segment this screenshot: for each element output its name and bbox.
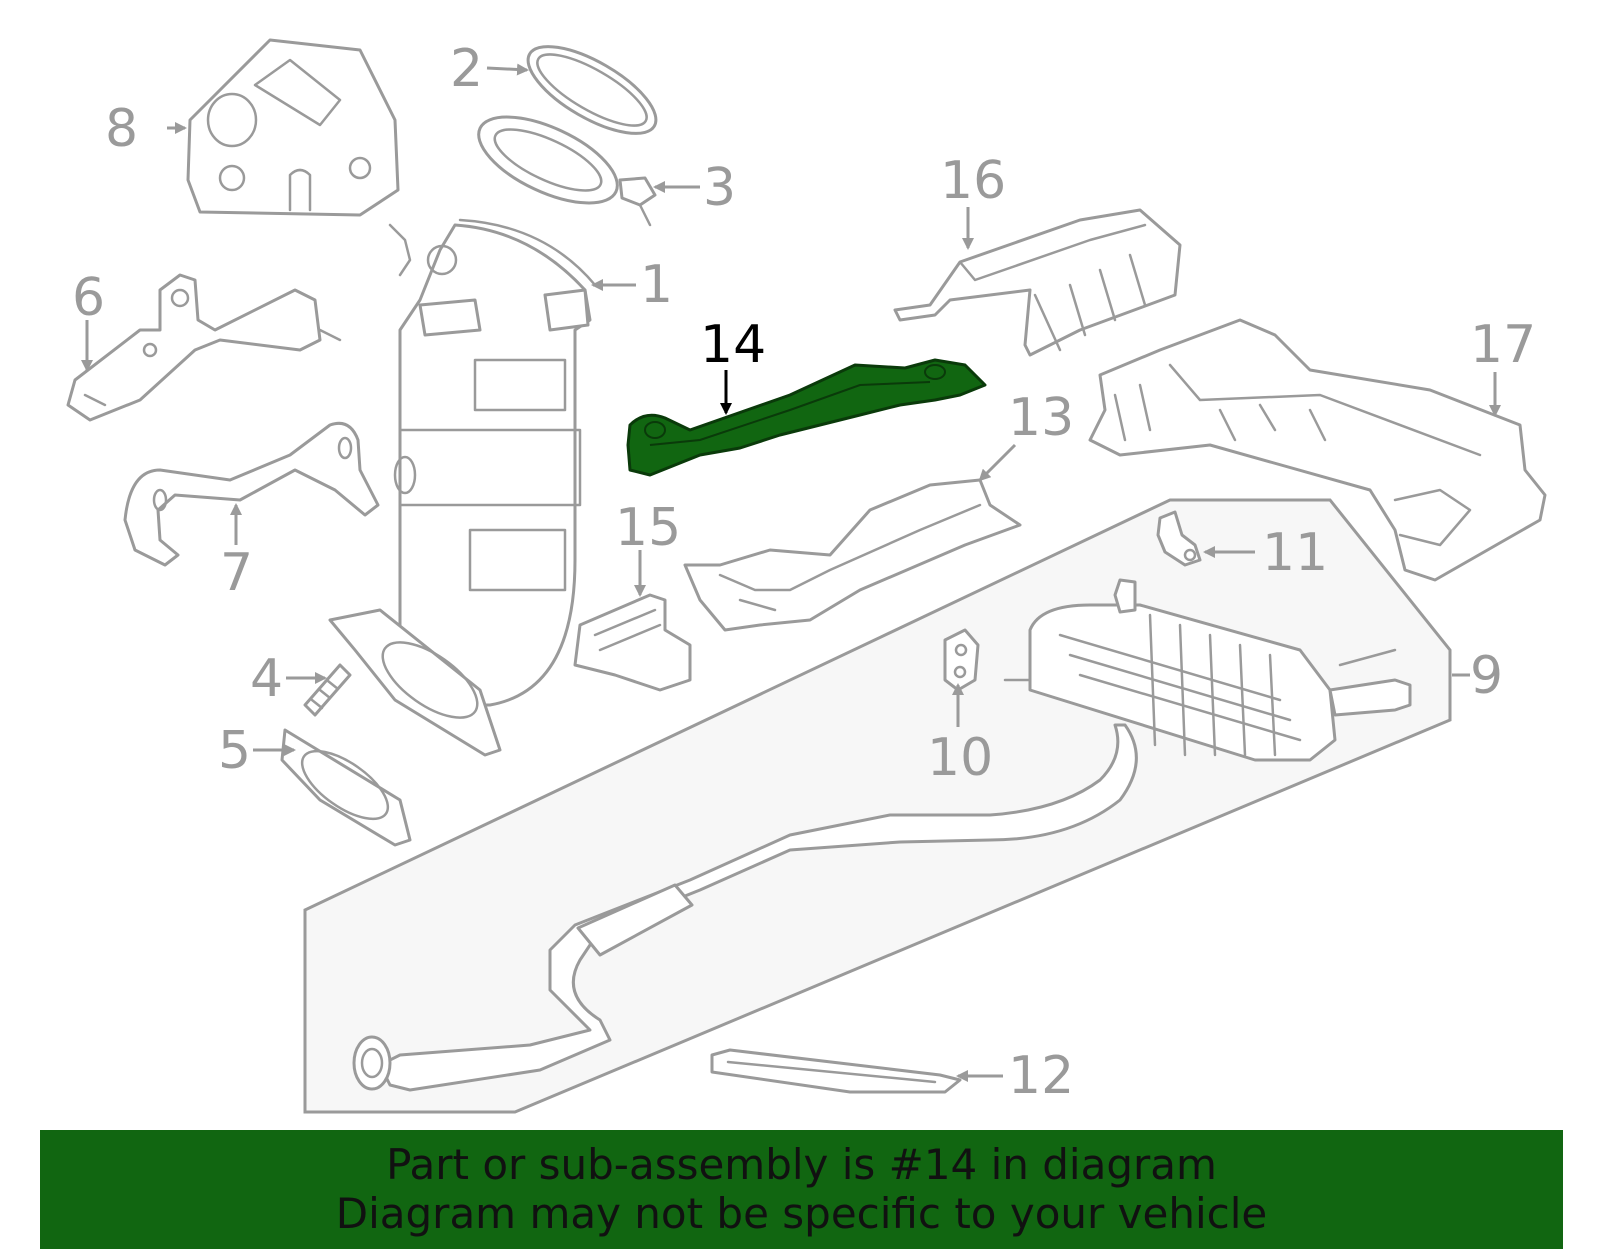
part-11-bracket bbox=[1156, 510, 1202, 567]
part-3-clamp bbox=[477, 115, 657, 227]
exploded-parts-diagram: 1 2 3 4 5 6 7 8 9 10 11 12 13 14 15 16 1… bbox=[66, 38, 1547, 1114]
callout-8: 8 bbox=[105, 99, 138, 159]
banner-line-disclaimer: Diagram may not be specific to your vehi… bbox=[335, 1189, 1268, 1238]
callout-13: 13 bbox=[1008, 388, 1074, 448]
part-2-gasket bbox=[526, 45, 658, 135]
part-4-stud bbox=[303, 663, 352, 717]
callout-arrows bbox=[81, 63, 1501, 1082]
part-13-heat-shield bbox=[683, 478, 1022, 632]
part-15-bracket bbox=[573, 593, 692, 692]
part-12-heat-shield-strip bbox=[710, 1048, 962, 1094]
callout-1: 1 bbox=[640, 255, 673, 315]
info-banner: Part or sub-assembly is #14 in diagram D… bbox=[40, 1130, 1563, 1249]
converter-outlet-flange bbox=[328, 608, 502, 757]
callout-labels: 1 2 3 4 5 6 7 8 9 10 11 12 13 14 15 16 1… bbox=[72, 39, 1536, 1106]
callout-7: 7 bbox=[220, 543, 253, 603]
part-8-heat-shield bbox=[186, 38, 400, 217]
callout-10: 10 bbox=[927, 728, 993, 788]
part-5-gasket bbox=[280, 728, 412, 847]
part-10-isolator bbox=[943, 628, 980, 692]
part-7-pipe-bracket bbox=[123, 421, 380, 567]
callout-14-highlighted: 14 bbox=[700, 315, 766, 375]
callout-12: 12 bbox=[1008, 1046, 1074, 1106]
callout-17: 17 bbox=[1470, 315, 1536, 375]
part-17-heat-shield bbox=[1088, 318, 1547, 582]
callout-2: 2 bbox=[450, 39, 483, 99]
callout-15: 15 bbox=[615, 498, 681, 558]
part-16-heat-shield bbox=[893, 208, 1182, 357]
part-1-catalytic-converter bbox=[388, 218, 597, 707]
callout-16: 16 bbox=[940, 151, 1006, 211]
banner-line-part-number: Part or sub-assembly is #14 in diagram bbox=[386, 1140, 1217, 1189]
callout-4: 4 bbox=[250, 649, 283, 709]
callout-9: 9 bbox=[1470, 646, 1503, 706]
part-9-muffler-assembly bbox=[352, 578, 1412, 1092]
part-14-heat-shield-highlighted bbox=[626, 358, 987, 477]
callout-6: 6 bbox=[72, 268, 105, 328]
callout-3: 3 bbox=[703, 158, 736, 218]
callout-5: 5 bbox=[218, 721, 251, 781]
callout-11: 11 bbox=[1262, 523, 1328, 583]
part-6-bracket bbox=[66, 273, 342, 422]
